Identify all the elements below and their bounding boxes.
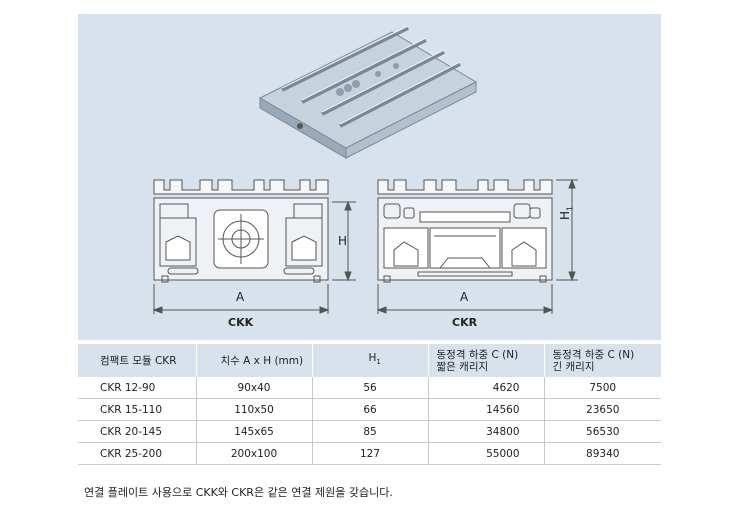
caption-ckk: CKK (228, 316, 254, 329)
spec-table: 컴팩트 모듈 CKR 치수 A x H (mm) H1 동정격 하중 C (N)… (78, 344, 661, 465)
cell-load-long: 89340 (544, 442, 661, 465)
cell-load-long: 23650 (544, 398, 661, 421)
ckk-section-drawing (153, 179, 329, 283)
cell-model: CKR 12-90 (78, 377, 197, 399)
cell-load-long: 56530 (544, 420, 661, 443)
cell-load-short: 55000 (428, 442, 545, 465)
table-header-row: 컴팩트 모듈 CKR 치수 A x H (mm) H1 동정격 하중 C (N)… (78, 344, 661, 377)
dim-h1-right: H1 (558, 206, 574, 220)
cell-model: CKR 25-200 (78, 442, 197, 465)
header-load-long: 동정격 하중 C (N)긴 캐리지 (544, 344, 661, 377)
dim-h-left: H (338, 234, 348, 248)
footnote: 연결 플레이트 사용으로 CKK와 CKR은 같은 연결 제원을 갖습니다. (84, 486, 393, 499)
cell-model: CKR 20-145 (78, 420, 197, 443)
cell-model: CKR 15-110 (78, 398, 197, 421)
dim-a-left: A (236, 290, 245, 304)
cell-h1: 85 (312, 420, 429, 443)
figure-drawing (152, 25, 578, 314)
header-model: 컴팩트 모듈 CKR (78, 344, 197, 377)
cell-load-short: 14560 (428, 398, 545, 421)
cell-h1: 56 (312, 377, 429, 399)
cell-h1: 66 (312, 398, 429, 421)
header-load-short: 동정격 하중 C (N)짧은 캐리지 (428, 344, 545, 377)
plate-3d-illustration (258, 25, 478, 159)
header-h1: H1 (312, 344, 429, 377)
header-dimensions: 치수 A x H (mm) (196, 344, 313, 377)
cell-h1: 127 (312, 442, 429, 465)
caption-ckr: CKR (452, 316, 478, 329)
table-row: CKR 15-110 110x50 66 14560 23650 (78, 398, 661, 421)
cell-dimensions: 200x100 (196, 442, 313, 465)
ckr-section-drawing (377, 179, 553, 283)
table-row: CKR 25-200 200x100 127 55000 89340 (78, 442, 661, 465)
cell-load-short: 34800 (428, 420, 545, 443)
product-figure: A H A H1 CKK CKR (78, 14, 661, 340)
cell-dimensions: 90x40 (196, 377, 313, 399)
cell-load-long: 7500 (544, 377, 661, 399)
dimension-lines (152, 178, 578, 314)
table-row: CKR 20-145 145x65 85 34800 56530 (78, 420, 661, 443)
cell-load-short: 4620 (428, 377, 545, 399)
dim-h1-main: H (558, 210, 572, 220)
dim-h1-sub: 1 (565, 205, 575, 211)
cell-dimensions: 145x65 (196, 420, 313, 443)
dim-a-right: A (460, 290, 469, 304)
table-row: CKR 12-90 90x40 56 4620 7500 (78, 377, 661, 399)
cell-dimensions: 110x50 (196, 398, 313, 421)
